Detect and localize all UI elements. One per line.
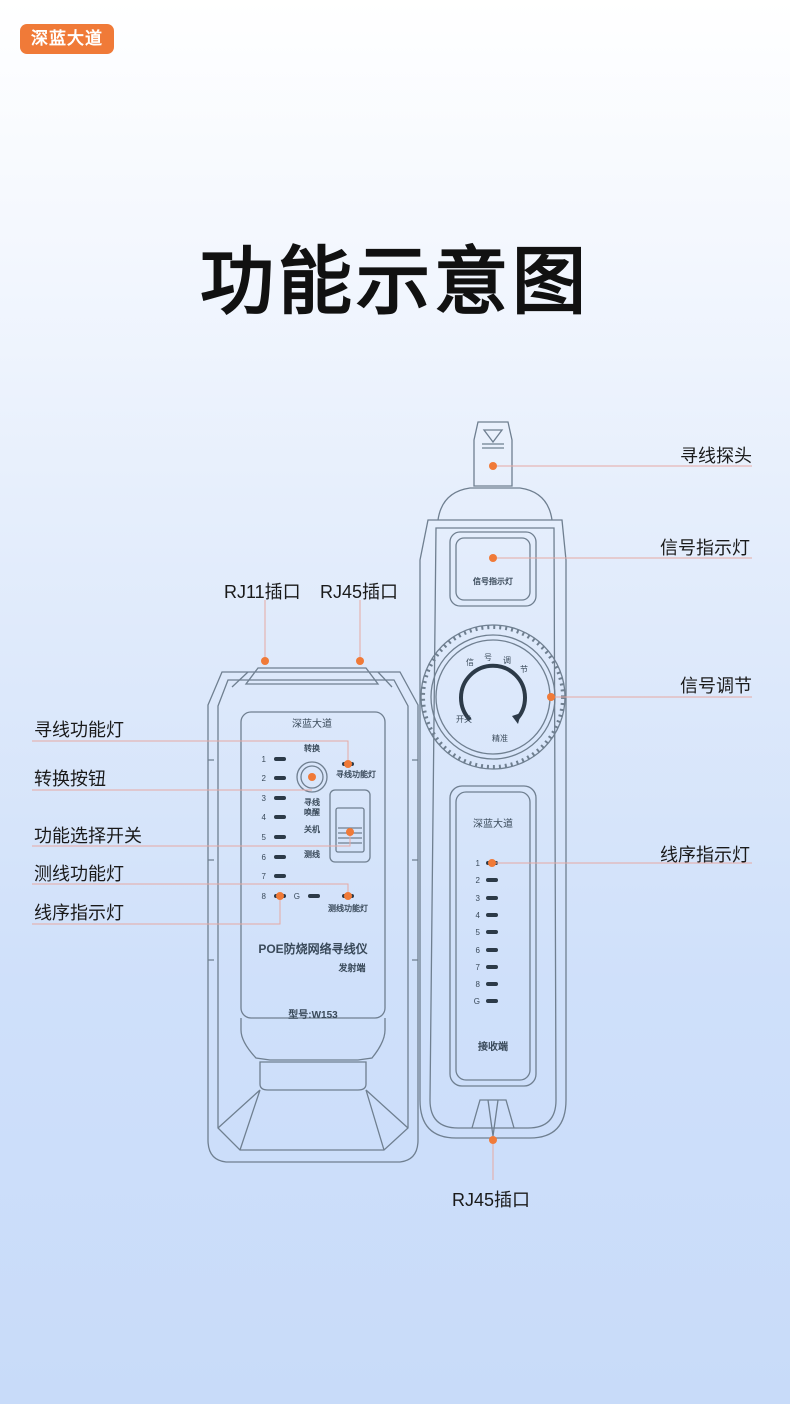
callout-function-switch: 功能选择开关 [34,826,142,846]
rx-led-number: 4 [476,911,481,920]
model-number: 型号:W153 [288,1008,338,1021]
receiver-end-label: 接收端 [478,1040,508,1053]
dial-fine-label: 精准 [492,733,508,743]
trace-light-label: 寻线功能灯 [336,769,376,779]
tx-led-number: 6 [262,853,267,862]
wake-label-1: 寻线 [304,797,320,807]
callout-line-test-light: 测线功能灯 [34,864,124,884]
receiver-probe [473,421,513,487]
tx-led-number: 2 [262,774,267,783]
receiver-body [419,519,567,1139]
rx-led-number: G [474,997,480,1006]
test-label: 测线 [304,849,320,859]
brand-logo: 深蓝大道 [20,24,114,54]
callout-sequence-light-left: 线序指示灯 [34,903,124,923]
tx-led-number: 1 [262,755,267,764]
callout-rj45-port-top: RJ45插口 [320,582,399,602]
test-light-label: 测线功能灯 [328,903,368,913]
dial-text: 节 [520,665,528,674]
callout-wire-trace-light: 寻线功能灯 [34,720,124,740]
callout-signal-light: 信号指示灯 [660,538,750,558]
page-title: 功能示意图 [200,240,590,323]
product-name: POE防烧网络寻线仪 [258,941,368,956]
dial-text: 号 [484,653,492,662]
dial-on-label: 开关 [456,714,472,724]
rx-led-number: 2 [476,876,481,885]
signal-window-label: 信号指示灯 [473,576,513,586]
callout-sequence-light-right: 线序指示灯 [660,845,750,865]
rx-led-number: 7 [476,963,481,972]
off-label: 关机 [304,824,320,834]
tx-led-number: 5 [262,833,267,842]
rx-led-number: 8 [476,980,481,989]
rx-led-number: 1 [476,859,481,868]
callout-rj45-port-bottom: RJ45插口 [452,1190,531,1210]
tx-led-number: 8 [262,892,267,901]
transmitter-end-label: 发射端 [337,962,365,973]
tx-led-number: 7 [262,872,267,881]
dial-text: 调 [503,656,511,665]
receiver-brand: 深蓝大道 [473,817,513,830]
rx-led-number: 3 [476,894,481,903]
callout-probe: 寻线探头 [680,446,752,466]
switch-button [296,761,328,793]
dial-text: 信 [466,657,474,667]
callout-switch-button: 转换按钮 [34,769,106,789]
signal-light-window [449,531,537,607]
wake-label-2: 唤醒 [304,807,320,817]
rx-led-number: 6 [476,946,481,955]
callout-signal-adjust: 信号调节 [680,676,752,696]
callout-rj11-port: RJ11插口 [224,582,301,602]
transmitter-brand: 深蓝大道 [292,717,332,730]
function-selector-switch [329,789,371,863]
rx-led-number: 5 [476,928,481,937]
tx-ground-label: G [294,892,300,901]
receiver-led-panel [449,785,537,1087]
convert-label: 转换 [304,743,321,753]
transmitter-body [207,671,419,1163]
tx-led-number: 4 [262,813,267,822]
transmitter-panel [240,711,386,1019]
tx-led-number: 3 [262,794,267,803]
